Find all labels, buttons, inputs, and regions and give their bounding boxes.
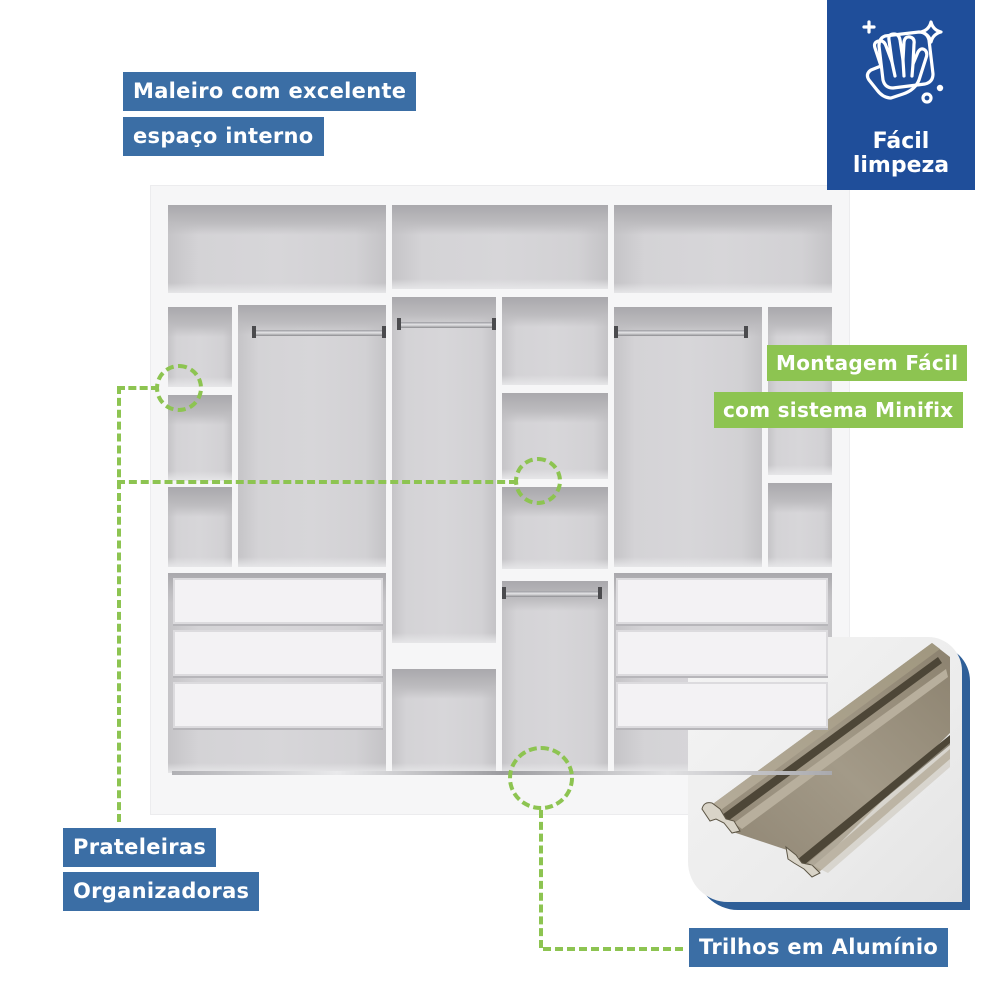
right-narrow-shelf-upper xyxy=(768,307,832,475)
drawer-left-1[interactable] xyxy=(173,578,383,624)
aluminum-rail-photo xyxy=(688,637,970,910)
left-hanging-compartment xyxy=(238,305,386,567)
drawer-right-2[interactable] xyxy=(616,630,828,676)
hanging-rod-right xyxy=(614,326,748,338)
drawer-right-3[interactable] xyxy=(616,682,828,728)
center-tall-hanging xyxy=(392,297,496,643)
easy-cleaning-badge: Fácil limpeza xyxy=(827,0,975,190)
label-montagem-line2: com sistema Minifix xyxy=(714,392,963,428)
annotation-line-prateleiras-top xyxy=(117,386,159,390)
wardrobe-illustration xyxy=(150,185,850,815)
badge-line1: Fácil xyxy=(872,129,930,154)
center-right-shelf-3 xyxy=(502,487,608,569)
label-maleiro-line1: Maleiro com excelente xyxy=(123,72,417,111)
annotation-line-trilhos-vertical xyxy=(539,810,543,948)
hanging-rod-left xyxy=(252,326,386,338)
center-right-hanging-short xyxy=(502,581,608,773)
hand-cleaning-icon xyxy=(862,20,944,104)
drawer-left-3[interactable] xyxy=(173,682,383,728)
annotation-circle-rail xyxy=(508,746,574,810)
right-narrow-shelf-lower xyxy=(768,483,832,567)
drawer-right-1[interactable] xyxy=(616,578,828,624)
top-compartment-right xyxy=(614,205,832,293)
photo-background xyxy=(688,637,962,902)
top-compartment-center xyxy=(392,205,608,289)
bottom-rail xyxy=(172,771,832,775)
annotation-circle-shelf-center xyxy=(514,457,562,505)
center-lower-shelf xyxy=(392,669,496,773)
label-montagem-line1: Montagem Fácil xyxy=(767,345,968,381)
left-narrow-shelf-lower xyxy=(168,487,232,567)
label-trilhos: Trilhos em Alumínio xyxy=(689,928,949,967)
label-prateleiras-line1: Prateleiras xyxy=(63,828,217,867)
hanging-rod-center-right xyxy=(502,587,602,599)
annotation-line-prateleiras-middle xyxy=(117,480,517,484)
top-compartment-left xyxy=(168,205,386,293)
drawer-left-2[interactable] xyxy=(173,630,383,676)
hanging-rod-center-left xyxy=(397,318,496,330)
annotation-circle-shelf-left xyxy=(155,364,203,412)
badge-line2: limpeza xyxy=(852,153,950,178)
right-hanging-compartment xyxy=(614,307,762,567)
label-prateleiras-line2: Organizadoras xyxy=(63,872,260,911)
annotation-line-prateleiras-vertical xyxy=(117,386,121,822)
annotation-line-trilhos-horizontal xyxy=(543,947,683,951)
center-right-shelf-1 xyxy=(502,297,608,385)
aluminum-rail-profile xyxy=(701,643,950,878)
label-maleiro-line2: espaço interno xyxy=(123,117,324,156)
